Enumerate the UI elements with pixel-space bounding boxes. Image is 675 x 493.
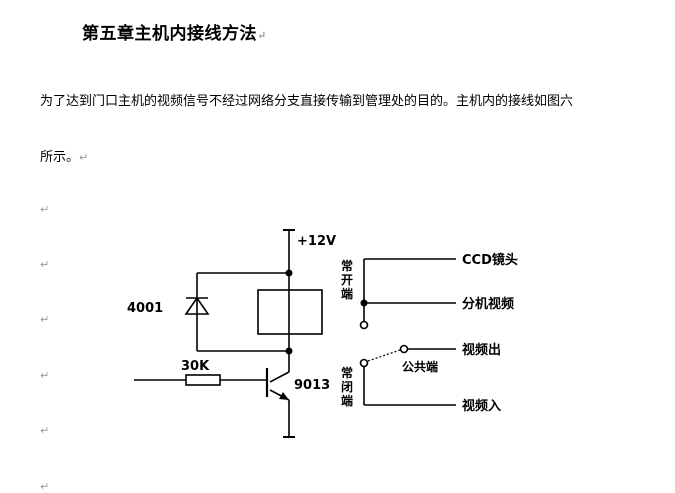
no-contact-label: 常	[341, 258, 353, 273]
resistor-body	[185, 374, 221, 386]
empty-line-mark: ↵	[40, 369, 50, 382]
paragraph-line-1: 为了达到门口主机的视频信号不经过网络分支直接传输到管理处的目的。主机内的接线如图…	[40, 94, 574, 109]
diode-label: 4001	[127, 301, 163, 316]
contact-terminal	[359, 358, 369, 368]
emitter-arrow	[279, 392, 289, 400]
empty-line-mark: ↵	[40, 203, 50, 216]
empty-line-mark: ↵	[40, 313, 50, 326]
nc-contact-label: 常	[341, 365, 353, 380]
paragraph-mark: ↵	[257, 29, 267, 42]
no-contact-label: 开	[341, 273, 353, 287]
no-contact-label: 端	[341, 286, 353, 301]
switch-arm	[367, 349, 401, 362]
transistor-label: 9013	[294, 378, 330, 393]
video-in-label: 视频入	[462, 398, 501, 414]
nc-contact-label: 端	[341, 393, 353, 408]
common-label: 公共端	[402, 359, 438, 374]
extension-video-label: 分机视频	[462, 296, 514, 312]
relay-coil	[257, 289, 323, 335]
collector-lead	[269, 371, 290, 383]
paragraph-line-2: 所示。↵	[40, 150, 89, 165]
chapter-title: 第五章主机内接线方法↵	[82, 24, 267, 44]
contact-terminal	[359, 320, 369, 330]
empty-line-mark: ↵	[40, 258, 50, 271]
ccd-label: CCD镜头	[462, 252, 518, 268]
nc-contact-label: 闭	[341, 379, 353, 394]
supply-label: +12V	[297, 234, 336, 249]
video-out-label: 视频出	[462, 342, 501, 358]
resistor-label: 30K	[181, 359, 210, 374]
diode-triangle	[184, 296, 210, 315]
paragraph-mark: ↵	[79, 151, 89, 164]
empty-line-mark: ↵	[40, 424, 50, 437]
junction-dot	[285, 269, 293, 277]
common-terminal	[399, 344, 409, 354]
empty-line-mark: ↵	[40, 480, 50, 493]
